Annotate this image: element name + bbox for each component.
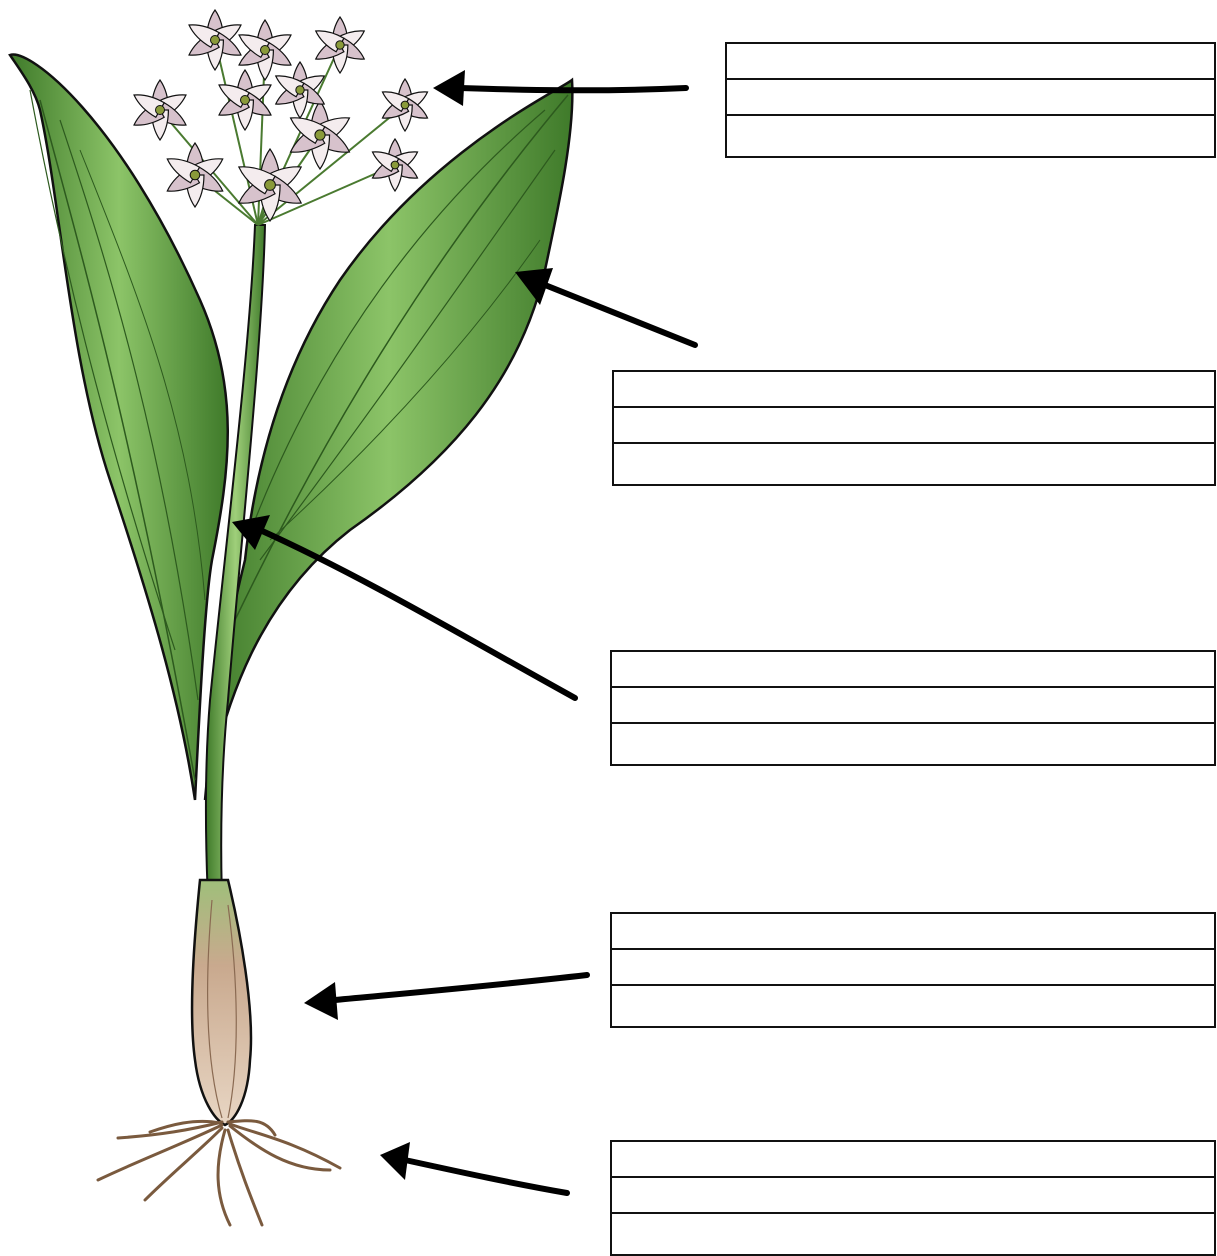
arrow-to-roots	[405, 1160, 567, 1193]
arrow-to-stem	[260, 530, 575, 698]
label-box-flower	[725, 42, 1216, 158]
label-box-bulb	[610, 912, 1216, 1028]
arrowhead-bulb	[304, 982, 338, 1020]
label-line[interactable]	[727, 80, 1214, 116]
label-line[interactable]	[614, 408, 1214, 444]
label-line[interactable]	[727, 44, 1214, 80]
arrowhead-roots	[380, 1142, 410, 1180]
label-line[interactable]	[614, 372, 1214, 408]
label-line[interactable]	[612, 1178, 1214, 1214]
label-line[interactable]	[612, 688, 1214, 724]
label-line[interactable]	[612, 1142, 1214, 1178]
label-line[interactable]	[612, 652, 1214, 688]
arrowhead-flower	[433, 70, 465, 106]
label-line[interactable]	[612, 1214, 1214, 1250]
label-line[interactable]	[614, 444, 1214, 480]
label-box-leaf	[612, 370, 1216, 486]
arrow-to-leaf	[545, 285, 695, 345]
label-line[interactable]	[612, 724, 1214, 760]
arrow-to-bulb	[335, 975, 587, 1000]
label-line[interactable]	[612, 914, 1214, 950]
label-box-stem	[610, 650, 1216, 766]
label-line[interactable]	[612, 950, 1214, 986]
arrow-to-flower	[460, 88, 686, 90]
label-box-roots	[610, 1140, 1216, 1256]
label-line[interactable]	[612, 986, 1214, 1022]
label-line[interactable]	[727, 116, 1214, 152]
